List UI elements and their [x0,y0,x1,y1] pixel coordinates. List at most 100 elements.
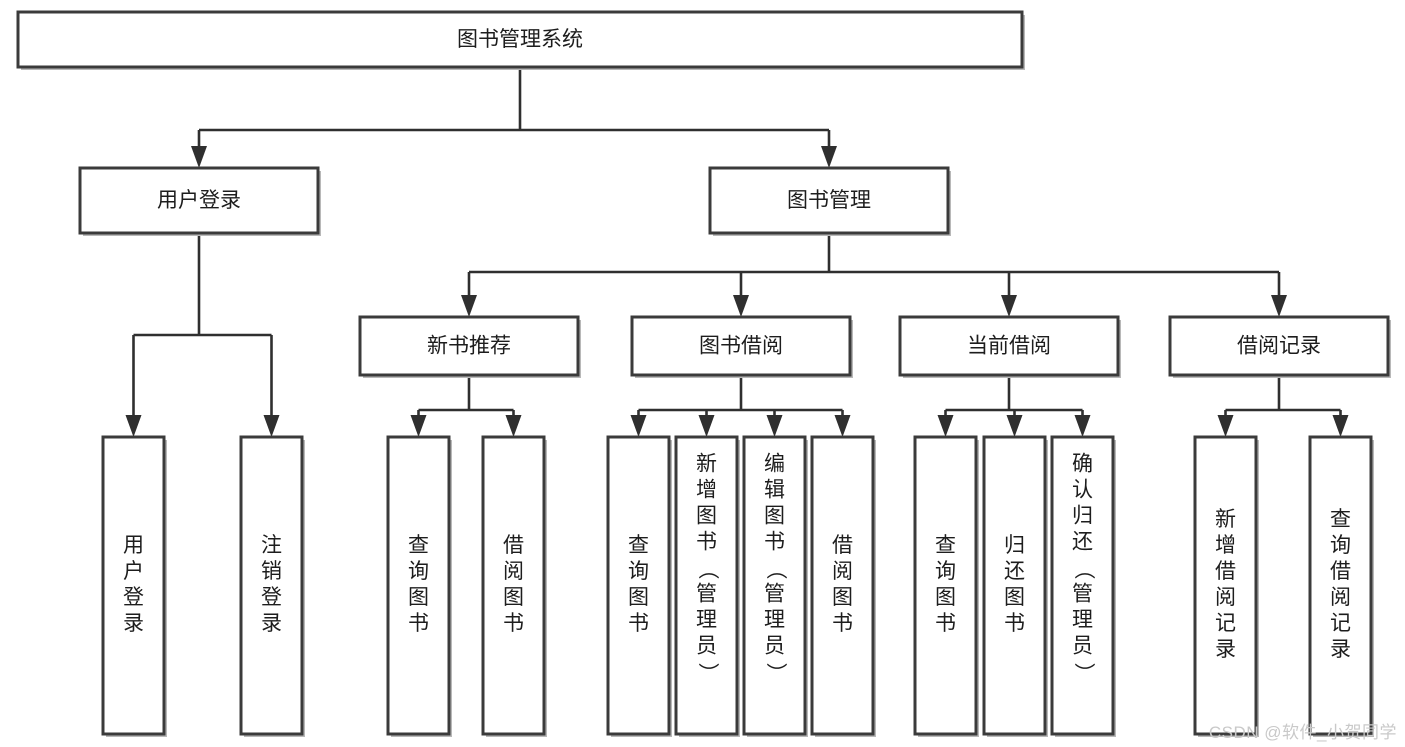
node-outline [742,435,807,736]
node-label-char: 阅 [1330,586,1351,609]
connector-arrowhead [834,415,851,437]
node-label-char: 确 [1072,453,1093,476]
node-label-char: 书 [764,531,785,554]
node-label-char: 书 [628,612,649,635]
node-outline [481,435,546,736]
node-label-char: 管 [764,583,785,606]
node-outline [606,435,671,736]
connector-arrowhead [410,415,427,437]
node-label-char: 图 [935,586,956,609]
connector-arrowhead [937,415,954,437]
node-label-char: ） [764,663,787,684]
node-label-char: 理 [696,609,717,632]
node-label-char: 员 [764,635,785,658]
node-label-char: （ [764,559,787,580]
node-label-char: 归 [1004,534,1025,557]
node-outline [913,435,978,736]
connector-arrowhead [461,295,477,317]
node-label-char: 图 [628,586,649,609]
node-label-char: 书 [408,612,429,635]
node-current-borrow[interactable]: 当前借阅 [898,315,1121,378]
node-label-char: 销 [261,560,282,583]
node-label-char: 员 [1072,635,1093,658]
node-user-login[interactable]: 用户登录 [78,166,321,236]
node-label-char: 录 [1330,638,1351,661]
connector-arrowhead [766,415,783,437]
node-outline [674,435,739,736]
node-label-char: 图 [1004,586,1025,609]
connector-layer [125,67,1349,437]
node-root[interactable]: 图书管理系统 [16,10,1025,70]
node-label-char: 图 [408,586,429,609]
node-label-char: 图 [764,505,785,528]
node-label-char: 增 [696,479,717,502]
node-label-char: 记 [1330,612,1351,635]
node-label: 图书管理 [787,189,871,212]
node-label-char: 还 [1004,560,1025,583]
node-label-char: 编 [764,453,785,476]
node-new-book-recommend[interactable]: 新书推荐 [358,315,581,378]
node-label-char: 新 [1215,508,1236,531]
node-outline [358,315,580,377]
node-label-char: 询 [408,560,429,583]
node-label-char: 登 [123,586,144,609]
node-label-char: 录 [123,612,144,635]
node-book-manage[interactable]: 图书管理 [708,166,951,236]
node-borrow-record[interactable]: 借阅记录 [1168,315,1391,378]
node-label: 用户登录 [157,189,241,212]
node-label-char: 借 [1330,560,1351,583]
node-label-char: 注 [261,534,282,557]
node-outline [239,435,304,736]
node-label: 图书借阅 [699,335,783,358]
connector-arrowhead [1271,295,1287,317]
node-label-char: （ [696,559,719,580]
connector-arrowhead [821,146,837,168]
node-label-char: 借 [503,534,524,557]
connector-arrowhead [263,415,280,437]
node-label-char: 归 [1072,505,1093,528]
node-label-char: 员 [696,635,717,658]
node-label: 图书管理系统 [457,28,583,51]
node-label-char: 认 [1072,479,1093,502]
node-label-char: 理 [764,609,785,632]
connector-arrowhead [125,415,142,437]
node-outline [708,166,950,235]
connector-arrowhead [191,146,207,168]
connector-arrowhead [1006,415,1023,437]
node-label-char: ） [696,663,719,684]
node-label-char: 登 [261,586,282,609]
node-leaf-user-login[interactable]: 用户登录 [101,435,167,737]
node-label-char: 阅 [503,560,524,583]
node-label-char: 用 [123,534,144,557]
node-label-char: 查 [628,534,649,557]
node-label-char: 图 [696,505,717,528]
connector-arrowhead [733,295,749,317]
node-label-char: 录 [1215,638,1236,661]
node-outline [1193,435,1258,736]
node-label-char: 理 [1072,609,1093,632]
node-label-char: 阅 [832,560,853,583]
node-label-char: （ [1072,559,1095,580]
node-label-char: 新 [696,453,717,476]
node-label-char: 查 [1330,508,1351,531]
node-outline [1050,435,1115,736]
node-label-char: 书 [935,612,956,635]
node-label-char: 借 [832,534,853,557]
node-book-borrow[interactable]: 图书借阅 [630,315,853,378]
node-label-char: 还 [1072,531,1093,554]
node-label-char: 增 [1215,534,1236,557]
